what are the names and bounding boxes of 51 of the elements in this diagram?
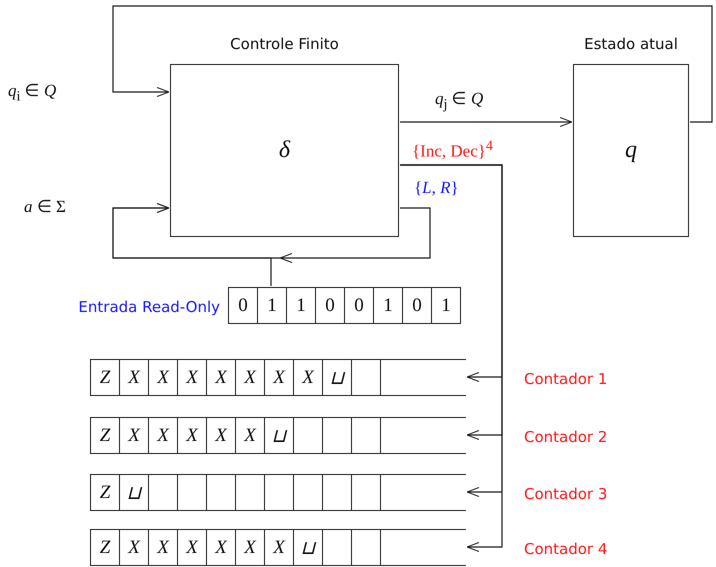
tape-cell: Z (91, 475, 120, 510)
tape-cell: 0 (345, 288, 374, 323)
box-title: Controle Finito (230, 35, 339, 53)
tape-cell: X (178, 530, 207, 565)
tape-cell: Z (91, 530, 120, 565)
counter-tape (90, 474, 466, 511)
tape-label: Contador 4 (524, 540, 608, 558)
arrow (400, 117, 572, 127)
tape-label: Contador 2 (524, 428, 608, 446)
tape-cell: X (236, 530, 265, 565)
input-tape (228, 287, 461, 324)
tape-cell: 0 (316, 288, 345, 323)
tape-cell: X (294, 360, 323, 395)
tape-cell: 1 (287, 288, 316, 323)
tape-cell: ⊔ (265, 418, 294, 453)
tape-cell: X (120, 418, 149, 453)
tape-cell: ⊔ (323, 360, 352, 395)
tape-cell: X (178, 360, 207, 395)
tape-cell: X (149, 360, 178, 395)
tape-label: Contador 3 (524, 485, 608, 503)
arrow (112, 5, 713, 123)
tape-cell: X (265, 530, 294, 565)
tape-cell: X (207, 360, 236, 395)
tape-cell: Z (91, 360, 120, 395)
tape-cell: X (149, 418, 178, 453)
arrow (112, 203, 272, 286)
tape-cell: Z (91, 418, 120, 453)
tape-cell: 1 (432, 288, 461, 323)
state-symbol: q (625, 137, 637, 164)
counter-tape (90, 359, 466, 396)
tape-cell: ⊔ (120, 475, 149, 510)
tape-cell: 1 (258, 288, 287, 323)
tape-cell: 1 (374, 288, 403, 323)
counter-tape (90, 529, 466, 566)
tape-cell: X (207, 530, 236, 565)
tape-cell: 0 (403, 288, 432, 323)
box-title: Estado atual (584, 35, 678, 53)
tape-cell: X (120, 360, 149, 395)
tape-cell: 0 (229, 288, 258, 323)
tape-cell: X (207, 418, 236, 453)
tape-label: Entrada Read-Only (78, 298, 220, 316)
tape-label: Contador 1 (524, 370, 608, 388)
tape-cell: X (178, 418, 207, 453)
tape-cell: X (265, 360, 294, 395)
tape-cell: X (149, 530, 178, 565)
tape-cell: X (236, 418, 265, 453)
tape-cell: ⊔ (294, 530, 323, 565)
counter-tape (90, 417, 466, 454)
state-symbol: δ (278, 137, 290, 164)
tape-cell: X (120, 530, 149, 565)
tape-cell: X (236, 360, 265, 395)
